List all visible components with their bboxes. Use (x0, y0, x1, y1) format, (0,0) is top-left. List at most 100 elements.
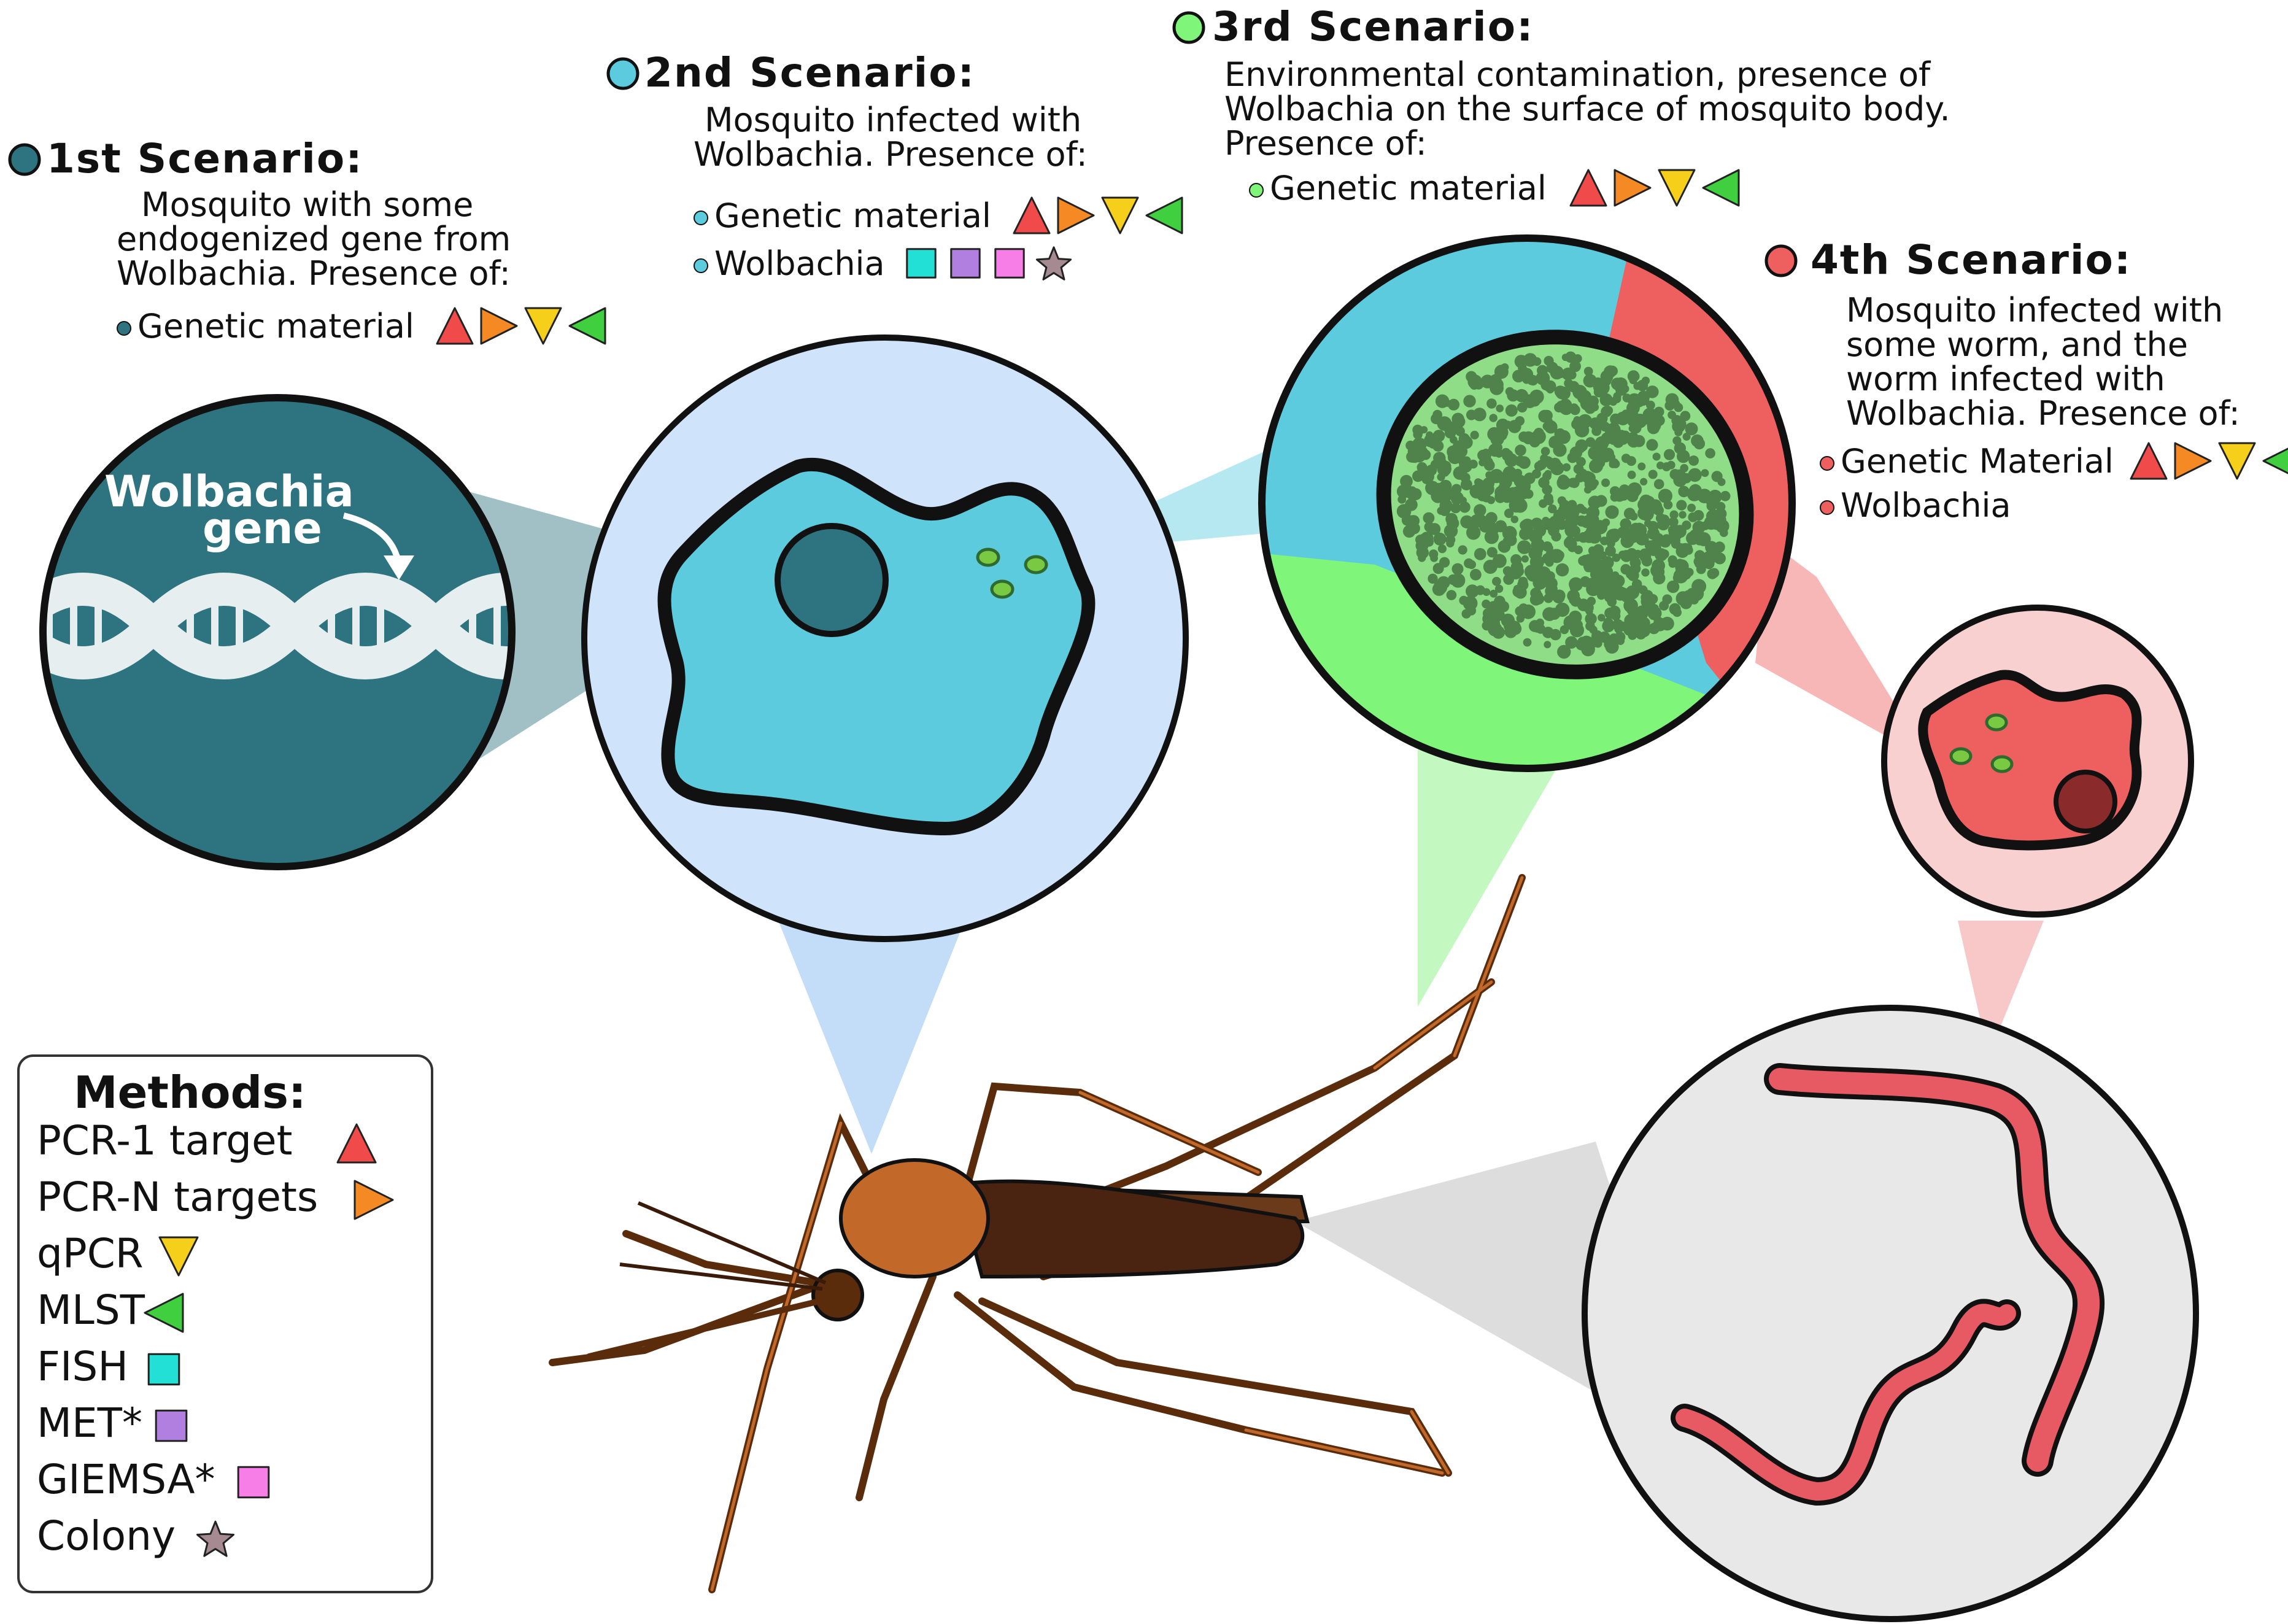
legend-icon-giemsa (237, 1466, 270, 1499)
item-bullet (1820, 500, 1834, 516)
item-bullet (1820, 456, 1834, 471)
mlst-method-icon (1145, 196, 1183, 234)
qpcr-method-icon (1658, 169, 1696, 207)
scenario3-item-genetic: Genetic material (1249, 169, 1547, 207)
legend-icon-pcrn (354, 1180, 394, 1220)
connector-scenario3 (1418, 712, 1590, 1007)
mosquito-antenna (637, 1201, 827, 1285)
connector-scenario4 (1958, 921, 2044, 1056)
giemsa-method-icon (237, 1466, 270, 1499)
scenario1-description: Mosquito with some endogenized gene from… (117, 185, 511, 293)
scenario1-dna-circle: Wolbachia gene (39, 394, 516, 870)
scenario4-item-wolbachia: Wolbachia (1820, 486, 2011, 525)
legend-item-fish: FISH (37, 1343, 128, 1390)
pcrN-method-icon (1614, 169, 1652, 207)
legend-item-met: MET* (37, 1399, 142, 1447)
scenario1-item-genetic: Genetic material (117, 307, 414, 346)
legend-icon-pcr1 (336, 1123, 377, 1164)
worm-circle (1582, 1005, 2199, 1622)
legend-title: Methods: (74, 1067, 306, 1118)
pcrN-method-icon (480, 307, 518, 345)
scenario3-bullet (1172, 11, 1205, 44)
fish-method-icon (906, 248, 937, 279)
wolbachia-bacterium (1990, 755, 2014, 773)
met-method-icon (155, 1409, 188, 1442)
legend-icon-mlst (144, 1293, 184, 1333)
mosquito-thorax (839, 1158, 990, 1278)
pcr1-method-icon (1569, 169, 1607, 207)
scenario4-description: Mosquito infected with some worm, and th… (1846, 291, 2240, 433)
legend-icon-met (155, 1409, 188, 1442)
methods-legend: Methods: PCR-1 target PCR-N targets qPCR… (17, 1054, 433, 1593)
mosquito-illustration (549, 874, 1526, 1593)
scenario4-title: 4th Scenario: (1811, 236, 2132, 284)
met-method-icon (950, 248, 981, 279)
qpcr-method-icon (1101, 196, 1139, 234)
pcrN-method-icon (1057, 196, 1095, 234)
scenario1-method-icons (436, 307, 606, 345)
legend-item-mlst: MLST (37, 1286, 145, 1334)
item-bullet (1249, 183, 1264, 198)
legend-item-colony: Colony (37, 1512, 176, 1560)
legend-item-giemsa: GIEMSA* (37, 1456, 215, 1503)
scenario2-item-genetic: Genetic material (694, 196, 991, 235)
wolbachia-bacterium (1985, 713, 2008, 732)
scenario2-item-wolbachia: Wolbachia (694, 244, 885, 283)
scenario1-title: 1st Scenario: (47, 135, 363, 182)
connector-scenario3-to-4 (1755, 540, 1915, 749)
scenario1-bullet (8, 143, 41, 176)
mlst-method-icon (1702, 169, 1740, 207)
scenario3-title: 3rd Scenario: (1212, 3, 1534, 50)
item-bullet (694, 211, 708, 226)
scenario3-contamination-circle (1258, 234, 1796, 772)
qpcr-method-icon (524, 307, 562, 345)
scenario2-genetic-method-icons (1013, 196, 1183, 234)
scenario2-title: 2nd Scenario: (644, 49, 975, 96)
scenario2-wolbachia-method-icons (906, 246, 1072, 280)
gene-label: gene (203, 503, 322, 554)
mosquito-head (811, 1269, 864, 1321)
wolbachia-bacterium (976, 547, 1000, 567)
pcr1-method-icon (336, 1123, 377, 1164)
mosquito-abdomen (955, 1179, 1305, 1279)
item-bullet (117, 321, 131, 336)
pcrN-method-icon (354, 1180, 394, 1220)
scenario2-cell-circle (581, 334, 1189, 942)
legend-item-qpcr: qPCR (37, 1230, 144, 1277)
fish-method-icon (147, 1353, 180, 1386)
connector-scenario2 (773, 908, 970, 1154)
wolbachia-gene-label: Wolbachia (104, 466, 354, 517)
worm-cell-nucleus (2054, 770, 2117, 833)
cell-membrane (657, 457, 1096, 836)
colony-method-icon (1035, 246, 1072, 280)
mosquito-proboscis (586, 1298, 822, 1359)
pcr1-method-icon (2130, 442, 2168, 480)
arrow-head-icon (384, 555, 414, 580)
scenario4-method-icons (2130, 442, 2288, 480)
scenario2-description: Mosquito infected with Wolbachia. Presen… (694, 101, 1088, 174)
scenario4-bullet (1764, 244, 1798, 277)
legend-icon-qpcr (158, 1236, 199, 1277)
scenario4-worm-cell-circle (1881, 605, 2194, 918)
wolbachia-bacterium (1024, 555, 1048, 574)
legend-icon-colony (196, 1520, 234, 1557)
pcrN-method-icon (2174, 442, 2212, 480)
mlst-method-icon (144, 1293, 184, 1333)
mlst-method-icon (2262, 447, 2288, 474)
qpcr-method-icon (2218, 442, 2256, 480)
colony-method-icon (196, 1520, 234, 1557)
item-bullet (694, 258, 708, 274)
bacteria-dots (1396, 351, 1731, 659)
legend-icon-fish (147, 1353, 180, 1386)
mlst-method-icon (568, 307, 606, 345)
legend-item-pcrn: PCR-N targets (37, 1174, 319, 1221)
mosquito-antenna (619, 1262, 823, 1291)
giemsa-method-icon (994, 248, 1025, 279)
wolbachia-bacterium (990, 579, 1015, 599)
wolbachia-bacterium (1949, 747, 1973, 765)
scenario3-method-icons (1569, 169, 1740, 207)
scenario2-bullet (606, 57, 640, 90)
scenario3-description: Environmental contamination, presence of… (1224, 55, 1950, 163)
legend-item-pcr1: PCR-1 target (37, 1117, 293, 1164)
